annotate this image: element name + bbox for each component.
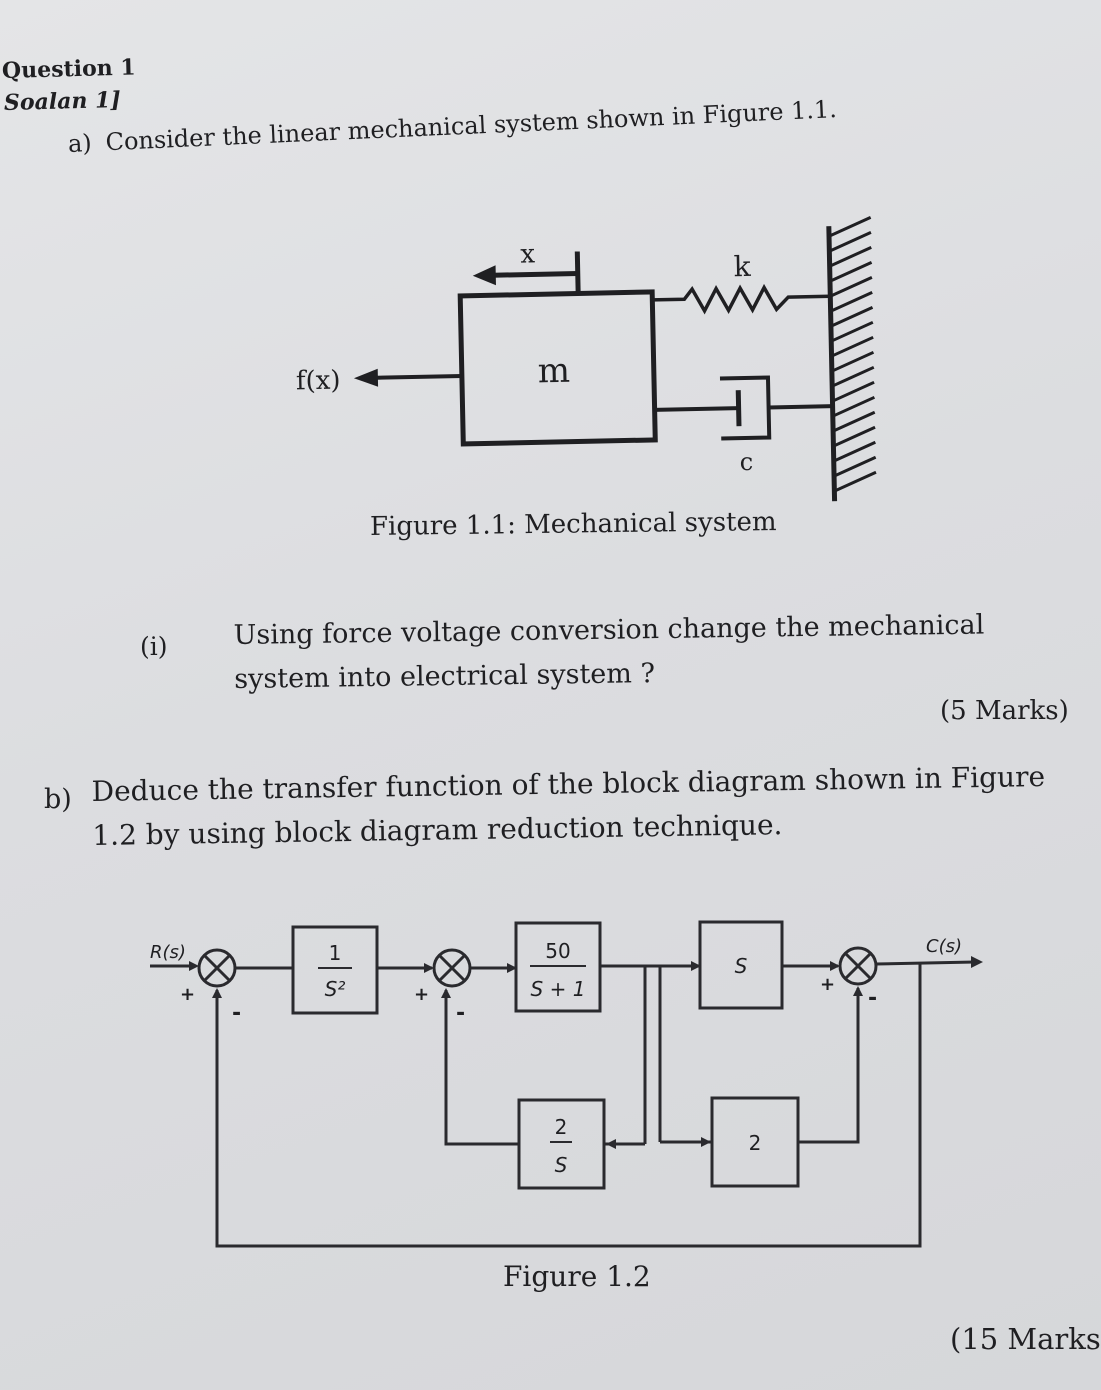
part-b-marks: (15 Marks	[950, 1322, 1101, 1356]
spring-label: k	[733, 250, 752, 283]
sj2-minus-sign: -	[456, 1001, 465, 1026]
mass-block	[457, 289, 658, 447]
force-arrow	[371, 373, 462, 380]
damper-rod-right	[768, 404, 833, 410]
block-h1-denominator: S	[555, 1153, 568, 1177]
h2-feedback-line	[798, 988, 860, 1144]
output-label: C(s)	[926, 936, 962, 957]
outer-feedback-line	[215, 962, 922, 1248]
sj1-minus-sign: -	[232, 1001, 241, 1026]
subquestion-label: (i)	[140, 632, 168, 661]
damper-piston	[735, 390, 742, 427]
damper-label: c	[739, 448, 753, 476]
subquestion-marks: (5 Marks)	[940, 696, 1069, 726]
wall-hatching	[828, 215, 877, 493]
displacement-tick	[574, 251, 581, 292]
spring	[652, 283, 831, 315]
sj3-plus-sign: +	[820, 974, 835, 995]
block-g3-label: S	[735, 954, 748, 978]
sj1-plus-sign: +	[180, 984, 195, 1005]
displacement-arrow-head	[472, 265, 496, 286]
displacement-label: x	[520, 239, 536, 269]
force-label: f(x)	[296, 365, 341, 396]
force-arrow-head	[353, 368, 379, 387]
block-g1	[291, 925, 379, 1015]
input-label: R(s)	[150, 942, 186, 963]
mass-label: m	[537, 351, 570, 392]
block-g1-numerator: 1	[329, 941, 342, 965]
sj2-plus-sign: +	[414, 984, 429, 1005]
displacement-arrow	[487, 270, 578, 278]
damper-rod-left	[654, 406, 739, 412]
output-line	[875, 960, 976, 966]
wall	[826, 226, 838, 502]
h1-feedback-line	[444, 990, 519, 1146]
block-h2-label: 2	[749, 1131, 762, 1155]
sj3-minus-sign: -	[868, 986, 877, 1011]
figure-1-2-caption: Figure 1.2	[503, 1260, 651, 1293]
block-g2-denominator: S + 1	[531, 977, 586, 1001]
block-g1-denominator: S²	[325, 977, 346, 1001]
block-g2-numerator: 50	[545, 939, 570, 963]
part-b-label: b)	[44, 784, 72, 815]
block-h1-numerator: 2	[555, 1115, 568, 1139]
